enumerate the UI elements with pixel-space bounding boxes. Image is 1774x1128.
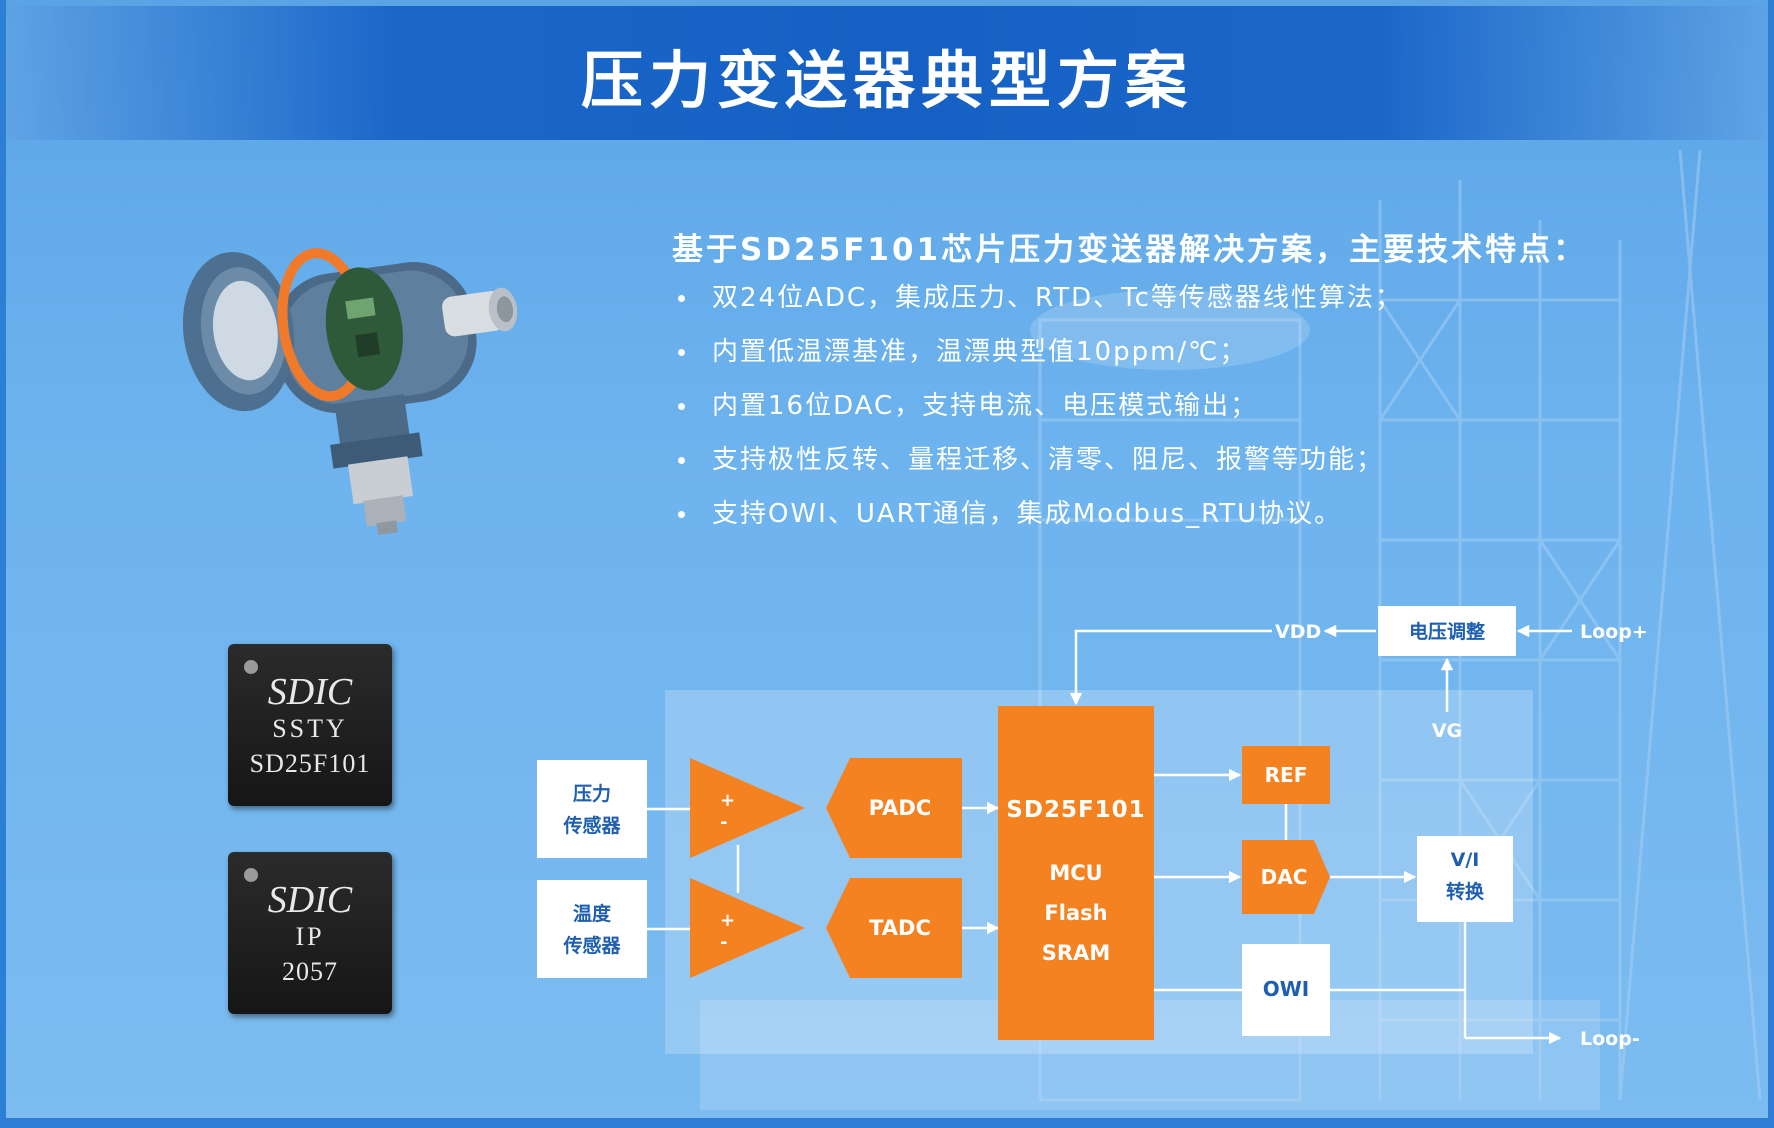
page-title: 压力变送器典型方案 bbox=[580, 44, 1193, 117]
dac-label: DAC bbox=[1261, 865, 1308, 889]
features-list: 双24位ADC，集成压力、RTD、Tc等传感器线性算法； 内置低温漂基准，温漂典… bbox=[672, 278, 1403, 548]
padc-block bbox=[826, 758, 962, 858]
feature-text: 双24位ADC，集成压力、RTD、Tc等传感器线性算法； bbox=[712, 283, 1403, 313]
feature-item: 支持极性反转、量程迁移、清零、阻尼、报警等功能； bbox=[672, 440, 1403, 494]
features-heading: 基于SD25F101芯片压力变送器解决方案，主要技术特点： bbox=[672, 232, 1588, 268]
chip-line3: 2057 bbox=[282, 957, 338, 986]
tadc-label: TADC bbox=[869, 916, 931, 940]
feature-text: 支持极性反转、量程迁移、清零、阻尼、报警等功能； bbox=[712, 445, 1385, 475]
amp1-plus: + bbox=[720, 790, 735, 811]
temp-sensor-label-1: 温度 bbox=[573, 902, 612, 925]
loop-plus-label: Loop+ bbox=[1580, 621, 1648, 643]
temp-sensor-box bbox=[537, 880, 647, 978]
owi-block bbox=[1242, 944, 1330, 1036]
chip-brand: SDIC bbox=[267, 879, 353, 921]
amp2-minus: - bbox=[720, 932, 727, 953]
title-banner bbox=[6, 6, 1768, 140]
amp1-minus: - bbox=[720, 812, 727, 833]
temp-amplifier bbox=[690, 878, 805, 978]
mcu-block bbox=[998, 706, 1154, 1040]
ref-label: REF bbox=[1265, 763, 1308, 787]
voltage-regulator-block bbox=[1378, 606, 1516, 656]
bullet-icon bbox=[678, 457, 685, 464]
feature-item: 支持OWI、UART通信，集成Modbus_RTU协议。 bbox=[672, 494, 1403, 548]
dac-block bbox=[1242, 840, 1330, 914]
temp-sensor-label-2: 传感器 bbox=[562, 934, 621, 957]
ref-block bbox=[1242, 746, 1330, 804]
chip-ip2057: SDIC IP 2057 bbox=[228, 852, 392, 1014]
pin1-marker-icon bbox=[244, 868, 258, 882]
vdd-label: VDD bbox=[1275, 621, 1321, 643]
vi-converter-block bbox=[1417, 836, 1513, 922]
amp2-plus: + bbox=[720, 910, 735, 931]
mcu-title: SD25F101 bbox=[1006, 797, 1145, 823]
bullet-icon bbox=[678, 511, 685, 518]
vi-label-2: 转换 bbox=[1446, 880, 1485, 903]
feature-item: 内置低温漂基准，温漂典型值10ppm/℃； bbox=[672, 332, 1403, 386]
loop-minus-label: Loop- bbox=[1580, 1028, 1640, 1050]
pin1-marker-icon bbox=[244, 660, 258, 674]
feature-text: 内置低温漂基准，温漂典型值10ppm/℃； bbox=[712, 337, 1248, 367]
pressure-transmitter-image bbox=[182, 248, 518, 536]
chip-line2: SSTY bbox=[272, 714, 348, 743]
padc-label: PADC bbox=[869, 796, 932, 820]
feature-item: 双24位ADC，集成压力、RTD、Tc等传感器线性算法； bbox=[672, 278, 1403, 332]
pressure-amplifier bbox=[690, 758, 805, 858]
feature-text: 支持OWI、UART通信，集成Modbus_RTU协议。 bbox=[712, 499, 1343, 529]
pressure-sensor-label-2: 传感器 bbox=[562, 814, 621, 837]
bullet-icon bbox=[678, 349, 685, 356]
mcu-line-flash: Flash bbox=[1044, 901, 1107, 925]
pressure-sensor-label-1: 压力 bbox=[573, 782, 611, 805]
chip-line3: SD25F101 bbox=[249, 749, 371, 778]
vi-label-1: V/I bbox=[1451, 849, 1480, 871]
regulator-label: 电压调整 bbox=[1409, 620, 1485, 643]
pressure-sensor-box bbox=[537, 760, 647, 858]
bullet-icon bbox=[678, 403, 685, 410]
feature-text: 内置16位DAC，支持电流、电压模式输出； bbox=[712, 391, 1259, 421]
mcu-line-mcu: MCU bbox=[1049, 861, 1102, 885]
chip-brand: SDIC bbox=[267, 671, 353, 713]
owi-label: OWI bbox=[1263, 977, 1310, 1001]
bullet-icon bbox=[678, 295, 685, 302]
tadc-block bbox=[826, 878, 962, 978]
feature-item: 内置16位DAC，支持电流、电压模式输出； bbox=[672, 386, 1403, 440]
chip-line2: IP bbox=[295, 922, 325, 951]
vg-label: VG bbox=[1432, 720, 1462, 742]
mcu-line-sram: SRAM bbox=[1042, 941, 1110, 965]
chip-sd25f101: SDIC SSTY SD25F101 bbox=[228, 644, 392, 806]
